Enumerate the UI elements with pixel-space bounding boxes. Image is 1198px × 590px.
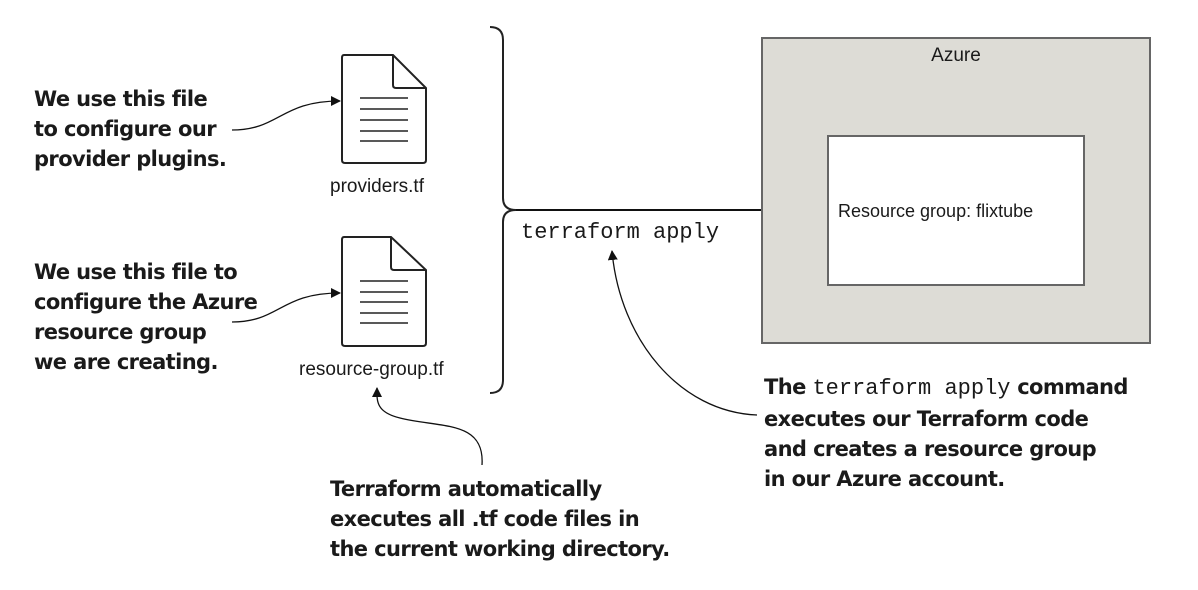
resource-group-note: We use this file to configure the Azure … xyxy=(34,257,258,377)
auto-exec-note-arrow xyxy=(371,387,483,466)
note-text: The xyxy=(764,375,806,399)
note-line: We use this file xyxy=(34,87,208,111)
resource-group-label: Resource group: flixtube xyxy=(838,201,1034,221)
note-line: in our Azure account. xyxy=(764,467,1005,491)
azure-title: Azure xyxy=(931,45,981,66)
note-line: the current working directory. xyxy=(330,537,670,561)
terraform-apply-command: terraform apply xyxy=(521,220,720,245)
providers-file-label: providers.tf xyxy=(330,176,424,197)
resource-group-box: Resource group: flixtube xyxy=(827,135,1085,286)
resource-group-file-label: resource-group.tf xyxy=(299,359,444,380)
note-line: executes our Terraform code xyxy=(764,407,1089,431)
apply-note-arrow xyxy=(607,250,758,416)
document-icon xyxy=(341,54,427,164)
note-line: executes all .tf code files in xyxy=(330,507,640,531)
note-line: configure the Azure xyxy=(34,290,258,314)
note-line: to configure our xyxy=(34,117,217,141)
providers-note: We use this file to configure our provid… xyxy=(34,84,227,174)
document-icon xyxy=(341,236,427,347)
note-line: provider plugins. xyxy=(34,147,227,171)
note-line: and creates a resource group xyxy=(764,437,1097,461)
auto-exec-note: Terraform automatically executes all .tf… xyxy=(330,474,670,564)
providers-note-arrow xyxy=(231,96,341,131)
resource-group-note-arrow xyxy=(231,288,341,323)
note-line: we are creating. xyxy=(34,350,218,374)
note-text: command xyxy=(1017,375,1128,399)
note-command: terraform apply xyxy=(812,376,1011,401)
note-line: We use this file to xyxy=(34,260,238,284)
note-line: resource group xyxy=(34,320,207,344)
apply-note: The terraform apply command executes our… xyxy=(764,372,1128,494)
brace xyxy=(489,26,517,394)
note-line: The terraform apply command xyxy=(764,372,1128,404)
note-line: Terraform automatically xyxy=(330,477,602,501)
